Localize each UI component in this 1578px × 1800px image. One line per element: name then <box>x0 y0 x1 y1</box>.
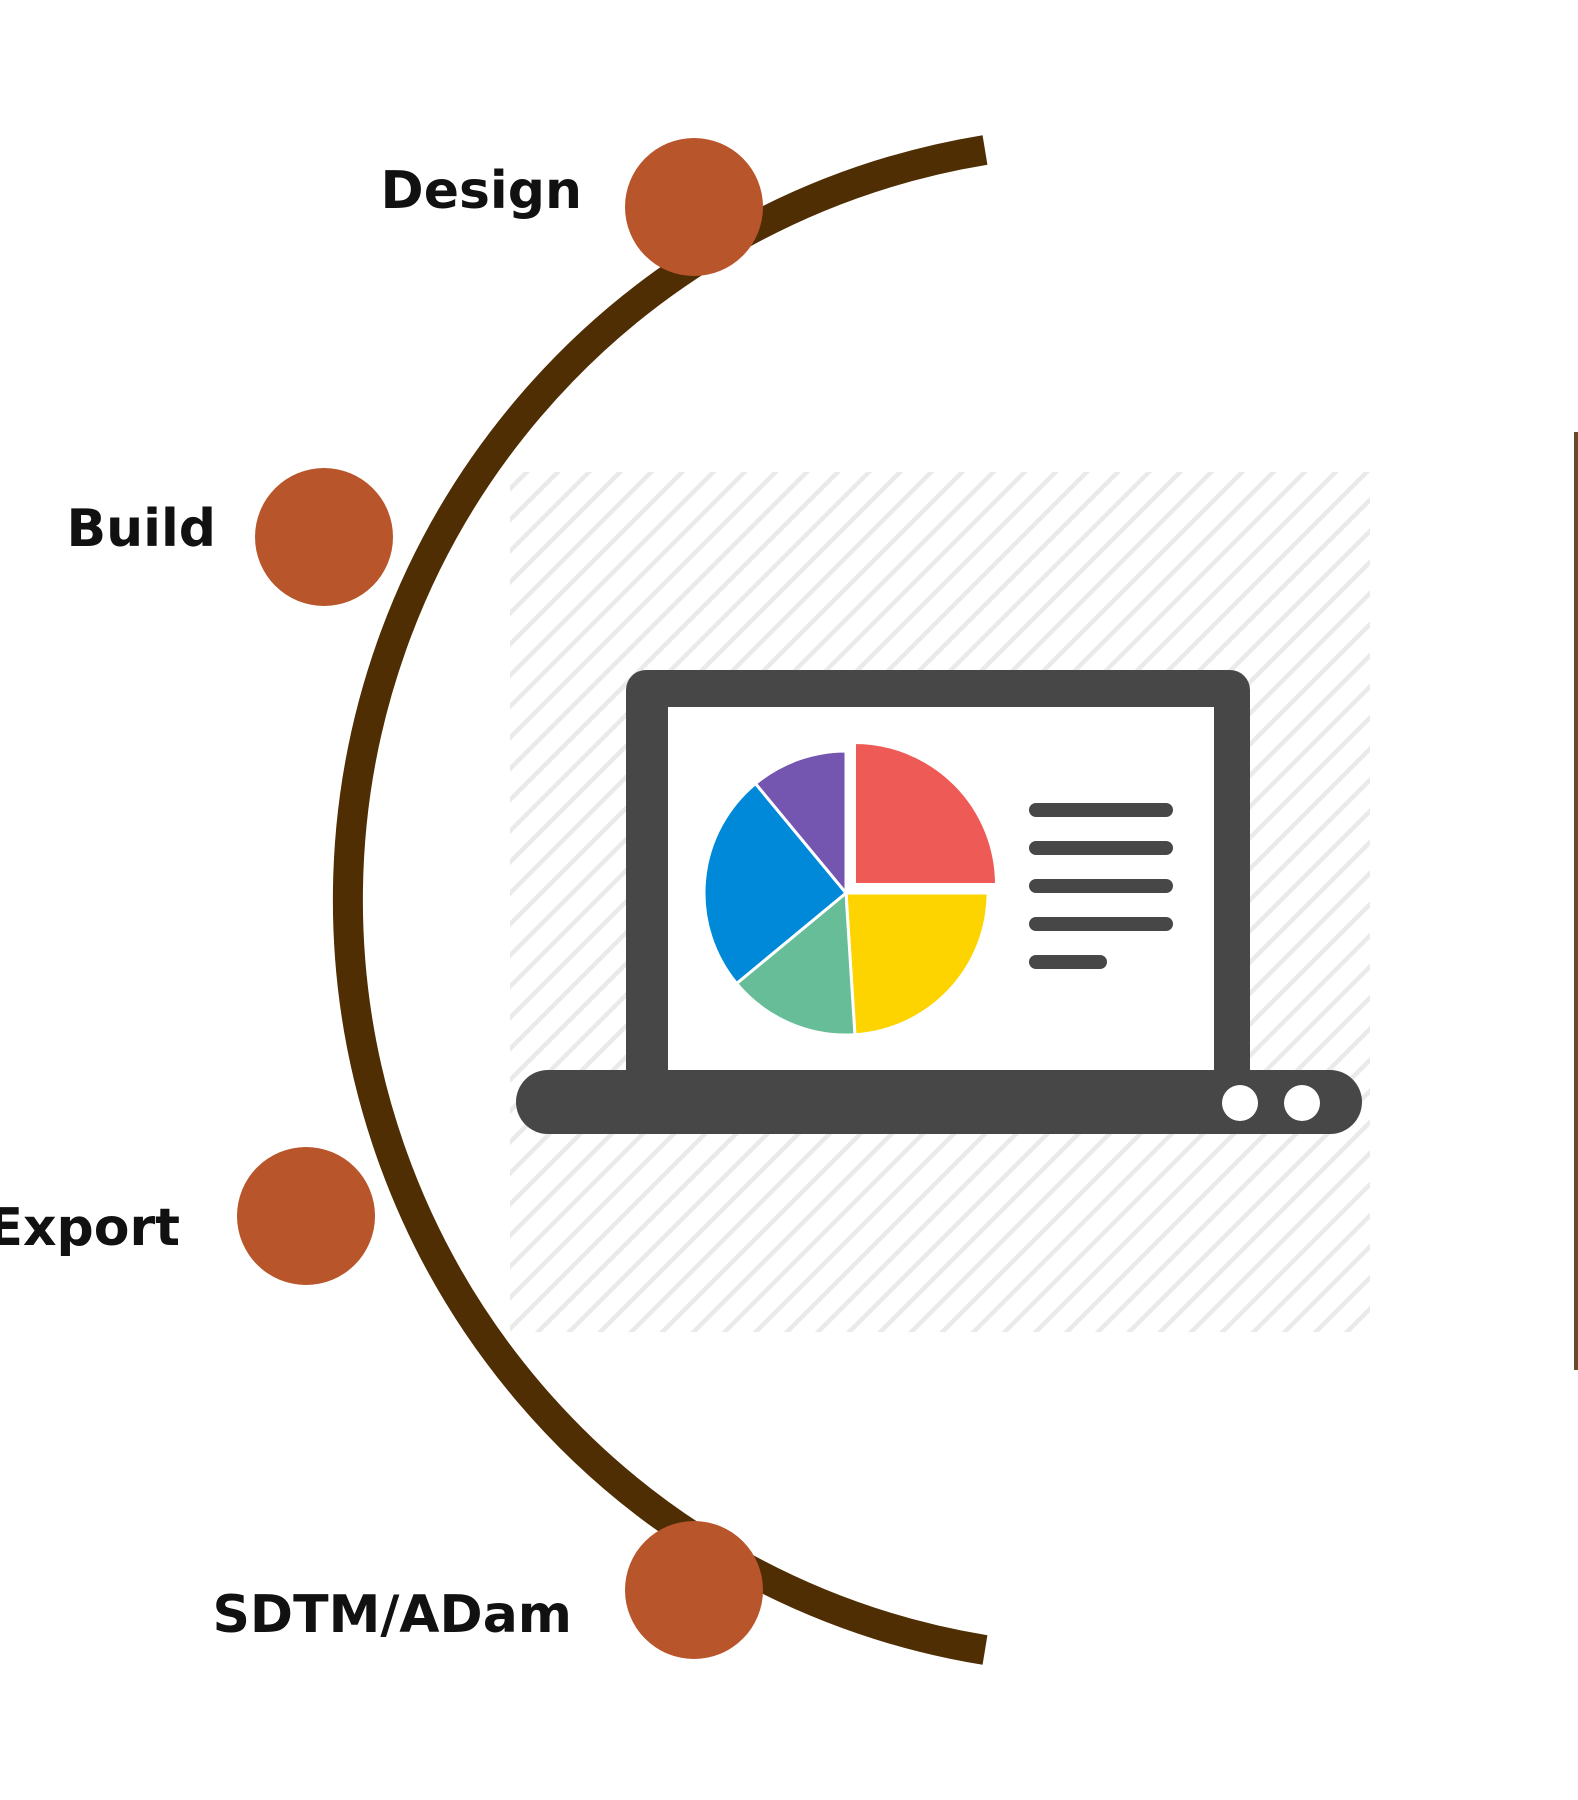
pie-chart <box>702 741 998 1037</box>
step-label-export: Export <box>0 1198 180 1258</box>
pie-slice-yellow <box>844 891 990 1037</box>
pie-slice-blue <box>702 781 849 986</box>
workflow-nodes <box>237 138 763 1659</box>
laptop-base <box>516 1070 1362 1134</box>
laptop-pie-chart-icon <box>516 670 1362 1134</box>
node-build <box>255 468 393 606</box>
node-export <box>237 1147 375 1285</box>
indicator-light <box>1222 1085 1258 1121</box>
pie-slice-green <box>734 889 857 1037</box>
step-label-design: Design <box>381 161 582 221</box>
step-label-build: Build <box>66 499 216 559</box>
indicator-light <box>1284 1085 1320 1121</box>
pie-slice-red <box>852 741 998 887</box>
pie-slice-purple <box>753 749 848 898</box>
node-sdtm-adam <box>625 1521 763 1659</box>
step-label-sdtm-adam: SDTM/ADam <box>212 1585 572 1645</box>
legend-lines <box>1029 803 1173 969</box>
node-design <box>625 138 763 276</box>
workflow-arc <box>332 135 988 1665</box>
